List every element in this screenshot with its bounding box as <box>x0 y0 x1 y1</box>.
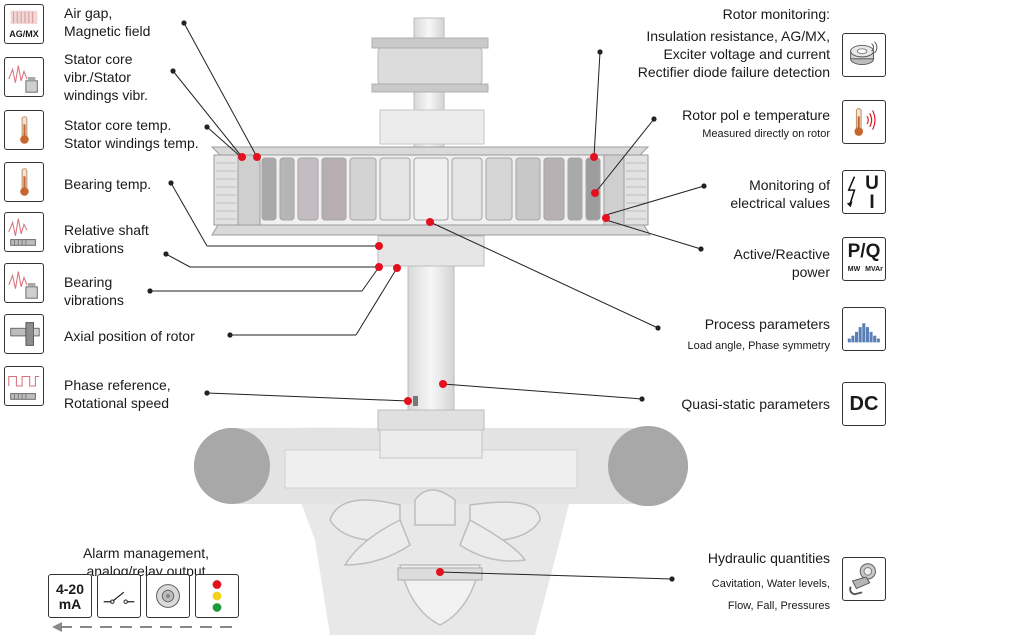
phase-marker <box>413 396 418 406</box>
label-stator-vibration: Stator core vibr./Stator windings vibr. <box>64 51 149 103</box>
label-air-gap: Air gap, Magnetic field <box>64 5 151 39</box>
label-quasi-static: Quasi-static parameters <box>681 396 830 412</box>
histogram-bar <box>847 338 851 343</box>
traffic-light-icon <box>195 574 239 618</box>
pq-icon-mvar: MVAr <box>865 266 883 273</box>
upper-bearing <box>377 235 485 267</box>
horn-icon <box>146 574 190 618</box>
ui-icon-i: I <box>869 192 875 213</box>
label-pole-temperature-sub: Measured directly on rotor <box>702 128 830 140</box>
histogram-bar <box>876 338 880 343</box>
analog-output-text-2: mA <box>58 596 82 612</box>
histogram-bar <box>851 335 855 343</box>
sensor-axial <box>393 264 401 272</box>
label-axial-position: Axial position of rotor <box>64 328 195 344</box>
pq-icon-mw: MW <box>847 266 861 273</box>
sensor-pole-temp <box>591 189 599 197</box>
histogram-bar <box>865 327 869 343</box>
histogram-icon <box>842 307 886 351</box>
label-electrical-values: Monitoring of electrical values <box>730 177 830 211</box>
analog-output-icon: 4-20 mA <box>48 574 92 618</box>
leader-end-dots <box>147 20 707 582</box>
pressure-sensor-icon <box>842 557 886 601</box>
label-active-reactive-power: Active/Reactive power <box>733 246 830 280</box>
histogram-bar <box>869 331 873 343</box>
label-bearing-temperature: Bearing temp. <box>64 176 152 192</box>
exciter <box>371 37 489 145</box>
pq-icon-text: P/Q <box>847 241 881 262</box>
label-bearing-vibrations: Bearing vibrations <box>64 274 124 308</box>
sensor-shaft-vibr <box>375 242 383 250</box>
pole-temperature-icon <box>842 100 886 144</box>
thermometer-icon <box>4 110 44 150</box>
axial-position-icon <box>4 314 44 354</box>
histogram-bar <box>858 327 862 343</box>
label-hydraulic: Hydraulic quantities <box>707 550 830 566</box>
sensor-quasi-static <box>439 380 447 388</box>
pulse-sensor-icon <box>4 366 44 406</box>
histogram-bar <box>873 335 877 343</box>
histogram-bars <box>847 323 880 343</box>
power-pq-icon: P/Q MW MVAr <box>842 237 886 281</box>
voltage-current-icon: U I <box>842 170 886 214</box>
sensor-stator <box>238 153 246 161</box>
traffic-light-green <box>212 603 222 612</box>
thermometer-icon <box>4 162 44 202</box>
traffic-light-red <box>212 580 222 589</box>
sensor-phase <box>404 397 412 405</box>
label-phase-reference: Phase reference, Rotational speed <box>64 377 171 411</box>
analog-output-text-1: 4-20 <box>55 581 85 597</box>
label-process-sub: Load angle, Phase symmetry <box>687 340 830 352</box>
dc-icon: DC <box>842 382 886 426</box>
dc-icon-text: DC <box>849 393 879 415</box>
output-arrow <box>52 622 236 632</box>
label-hydraulic-sub: Cavitation, Water levels, Flow, Fall, Pr… <box>711 578 830 612</box>
proximity-probe-icon <box>4 212 44 252</box>
ui-icon-u: U <box>865 173 879 194</box>
traffic-light-yellow <box>212 591 222 601</box>
label-process-parameters: Process parameters <box>704 316 830 332</box>
accelerometer-icon <box>4 263 44 303</box>
label-pole-temperature: Rotor pol e temperature <box>682 107 830 123</box>
agmx-icon: AG/MX <box>4 4 44 44</box>
sensor-hydraulic <box>436 568 444 576</box>
leader-lines <box>150 22 705 580</box>
sensor-electrical <box>602 214 610 222</box>
sensor-process <box>426 218 434 226</box>
sensor-bearing-vibr <box>375 263 383 271</box>
vibration-sensor-icon <box>4 57 44 97</box>
histogram-bar <box>855 331 859 343</box>
agmx-icon-text: AG/MX <box>9 29 39 39</box>
sensor-air-gap <box>253 153 261 161</box>
sensor-rotor-insulation <box>590 153 598 161</box>
sensor-points <box>238 153 610 576</box>
histogram-bar <box>862 323 866 343</box>
label-shaft-vibrations: Relative shaft vibrations <box>64 222 149 256</box>
label-stator-temperature: Stator core temp. Stator windings temp. <box>64 117 199 151</box>
rotor-telemetry-icon <box>842 33 886 77</box>
stator-rotor-assembly <box>210 146 651 236</box>
relay-switch-icon <box>97 574 141 618</box>
label-rotor-monitoring: Rotor monitoring: <box>722 6 830 22</box>
label-insulation: Insulation resistance, AG/MX, Exciter vo… <box>637 28 830 80</box>
